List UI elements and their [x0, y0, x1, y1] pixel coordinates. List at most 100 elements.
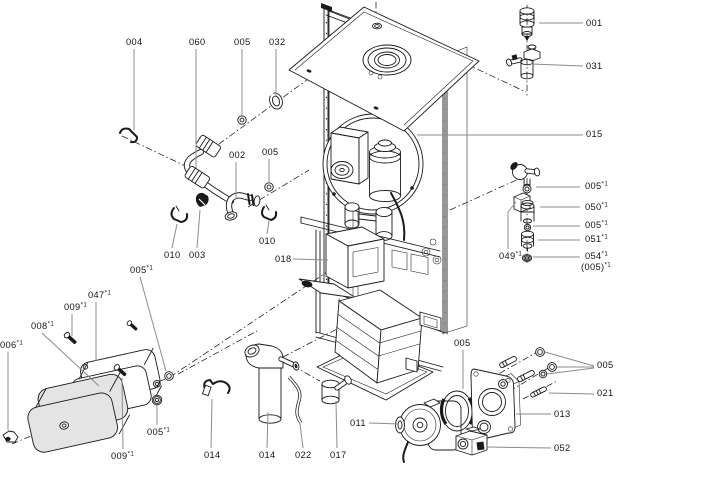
- o-ring-b: [547, 362, 557, 372]
- part-label-054: 054*1: [585, 251, 608, 261]
- part-label-002: 002: [229, 150, 246, 160]
- leader-017-0: [335, 400, 338, 449]
- leader-022-0: [299, 423, 304, 449]
- fan-group: [395, 398, 462, 463]
- part-label-008: 008*1: [31, 321, 54, 331]
- part-label-005-d: 005: [597, 360, 614, 370]
- part-label-051: 051*1: [585, 234, 608, 244]
- o-ring-c: [538, 369, 548, 379]
- washer-054: [521, 254, 533, 262]
- grommet-005-b: [264, 182, 274, 192]
- part-label-014-a: 014: [204, 450, 221, 460]
- bolt-021: [530, 386, 547, 398]
- washer-005-left: [151, 394, 163, 406]
- pipe-coupling-060: [195, 134, 221, 158]
- siphon-cup: [258, 367, 282, 424]
- control-box: [325, 226, 385, 289]
- centerline-1: [207, 30, 375, 153]
- part-label-009-b: 009*1: [111, 451, 134, 461]
- leader-014-b-0: [266, 411, 269, 449]
- part-label-032: 032: [269, 37, 286, 47]
- part-label-031: 031: [586, 61, 603, 71]
- door-fasteners: [499, 347, 557, 398]
- part-label-022: 022: [295, 450, 312, 460]
- venturi-052: [455, 426, 488, 456]
- part-label-021: 021: [597, 388, 614, 398]
- centerline-9: [177, 330, 258, 375]
- part-label-001: 001: [586, 18, 603, 28]
- pump-and-gas-valve: [330, 126, 406, 241]
- leader-005-d-2: [546, 367, 595, 375]
- leader-014-a-0: [210, 398, 213, 449]
- part-label-054-alt: (005)*1: [581, 262, 611, 272]
- screw-009-a: [63, 331, 77, 345]
- clip-010-a: [170, 207, 189, 223]
- elbow-002-bands: [247, 193, 255, 206]
- leader-021-0: [548, 392, 595, 395]
- leader-010-b-0: [266, 220, 270, 235]
- leader-011-0: [368, 422, 400, 425]
- o-ring-005-small: [523, 223, 532, 232]
- hose-022: [287, 375, 303, 424]
- o-ring-a: [535, 347, 545, 357]
- screw-pin-b: [517, 369, 535, 383]
- elbow-017: [321, 375, 352, 405]
- centerline-5: [449, 176, 524, 211]
- part-label-005-l1: 005*1: [130, 265, 153, 275]
- part-label-050: 050*1: [585, 202, 608, 212]
- fitting-006: [2, 430, 19, 443]
- part-label-009-a: 009*1: [64, 302, 87, 312]
- part-label-011: 011: [350, 418, 366, 428]
- expansion-tank-008: [27, 372, 130, 453]
- top-panel: [288, 6, 480, 132]
- restrictor-050: [520, 199, 535, 224]
- valve-051: [521, 230, 534, 252]
- part-label-047: 047*1: [88, 290, 111, 300]
- part-label-006: 006*1: [0, 340, 23, 350]
- leader-010-a-0: [171, 223, 178, 249]
- fan-motor-011: [399, 404, 441, 446]
- part-label-010-b: 010: [259, 236, 276, 246]
- part-label-017: 017: [330, 450, 347, 460]
- o-ring-005-left: [164, 371, 174, 381]
- part-label-014-b: 014: [259, 450, 276, 460]
- screw-pin-a: [499, 355, 517, 369]
- o-ring-005: [522, 184, 532, 194]
- part-label-005-c: 005: [454, 338, 471, 348]
- part-label-015: 015: [586, 129, 603, 139]
- leader-005-d-0: [544, 351, 595, 367]
- part-label-005-r1: 005*1: [585, 181, 608, 191]
- leader-018-0: [292, 258, 329, 261]
- condensate-siphon-group: [202, 343, 352, 424]
- leader-003-0: [196, 209, 201, 249]
- valve-train-parts: [510, 162, 541, 262]
- leader-008-0: [41, 332, 100, 387]
- screw-009-b: [113, 364, 127, 377]
- clip-003: [195, 192, 209, 207]
- leader-052-0: [485, 446, 552, 449]
- clip-010-b: [261, 206, 278, 221]
- leader-005-l1-0: [139, 276, 167, 372]
- fitting-031: [505, 44, 541, 80]
- part-label-018: 018: [275, 254, 292, 264]
- clip-014: [202, 379, 231, 397]
- pipe-coupling-060b: [184, 165, 210, 189]
- part-label-005-b: 005: [262, 147, 279, 157]
- clip-004: [119, 127, 138, 144]
- grommet-005-a: [237, 115, 247, 125]
- ring-032: [267, 90, 283, 110]
- leader-009-b-0: [121, 377, 124, 450]
- leader-031-0: [530, 63, 584, 67]
- part-label-005-a: 005: [234, 37, 251, 47]
- centerline-4: [247, 169, 310, 208]
- part-label-005-r2: 005*1: [585, 220, 608, 230]
- part-label-013: 013: [554, 409, 571, 419]
- part-label-060: 060: [189, 37, 206, 47]
- part-label-010-a: 010: [164, 250, 181, 260]
- part-label-052: 052: [554, 443, 571, 453]
- leader-049-1: [507, 201, 517, 213]
- air-vent-001: [519, 7, 535, 41]
- part-label-049: 049*1: [499, 251, 522, 261]
